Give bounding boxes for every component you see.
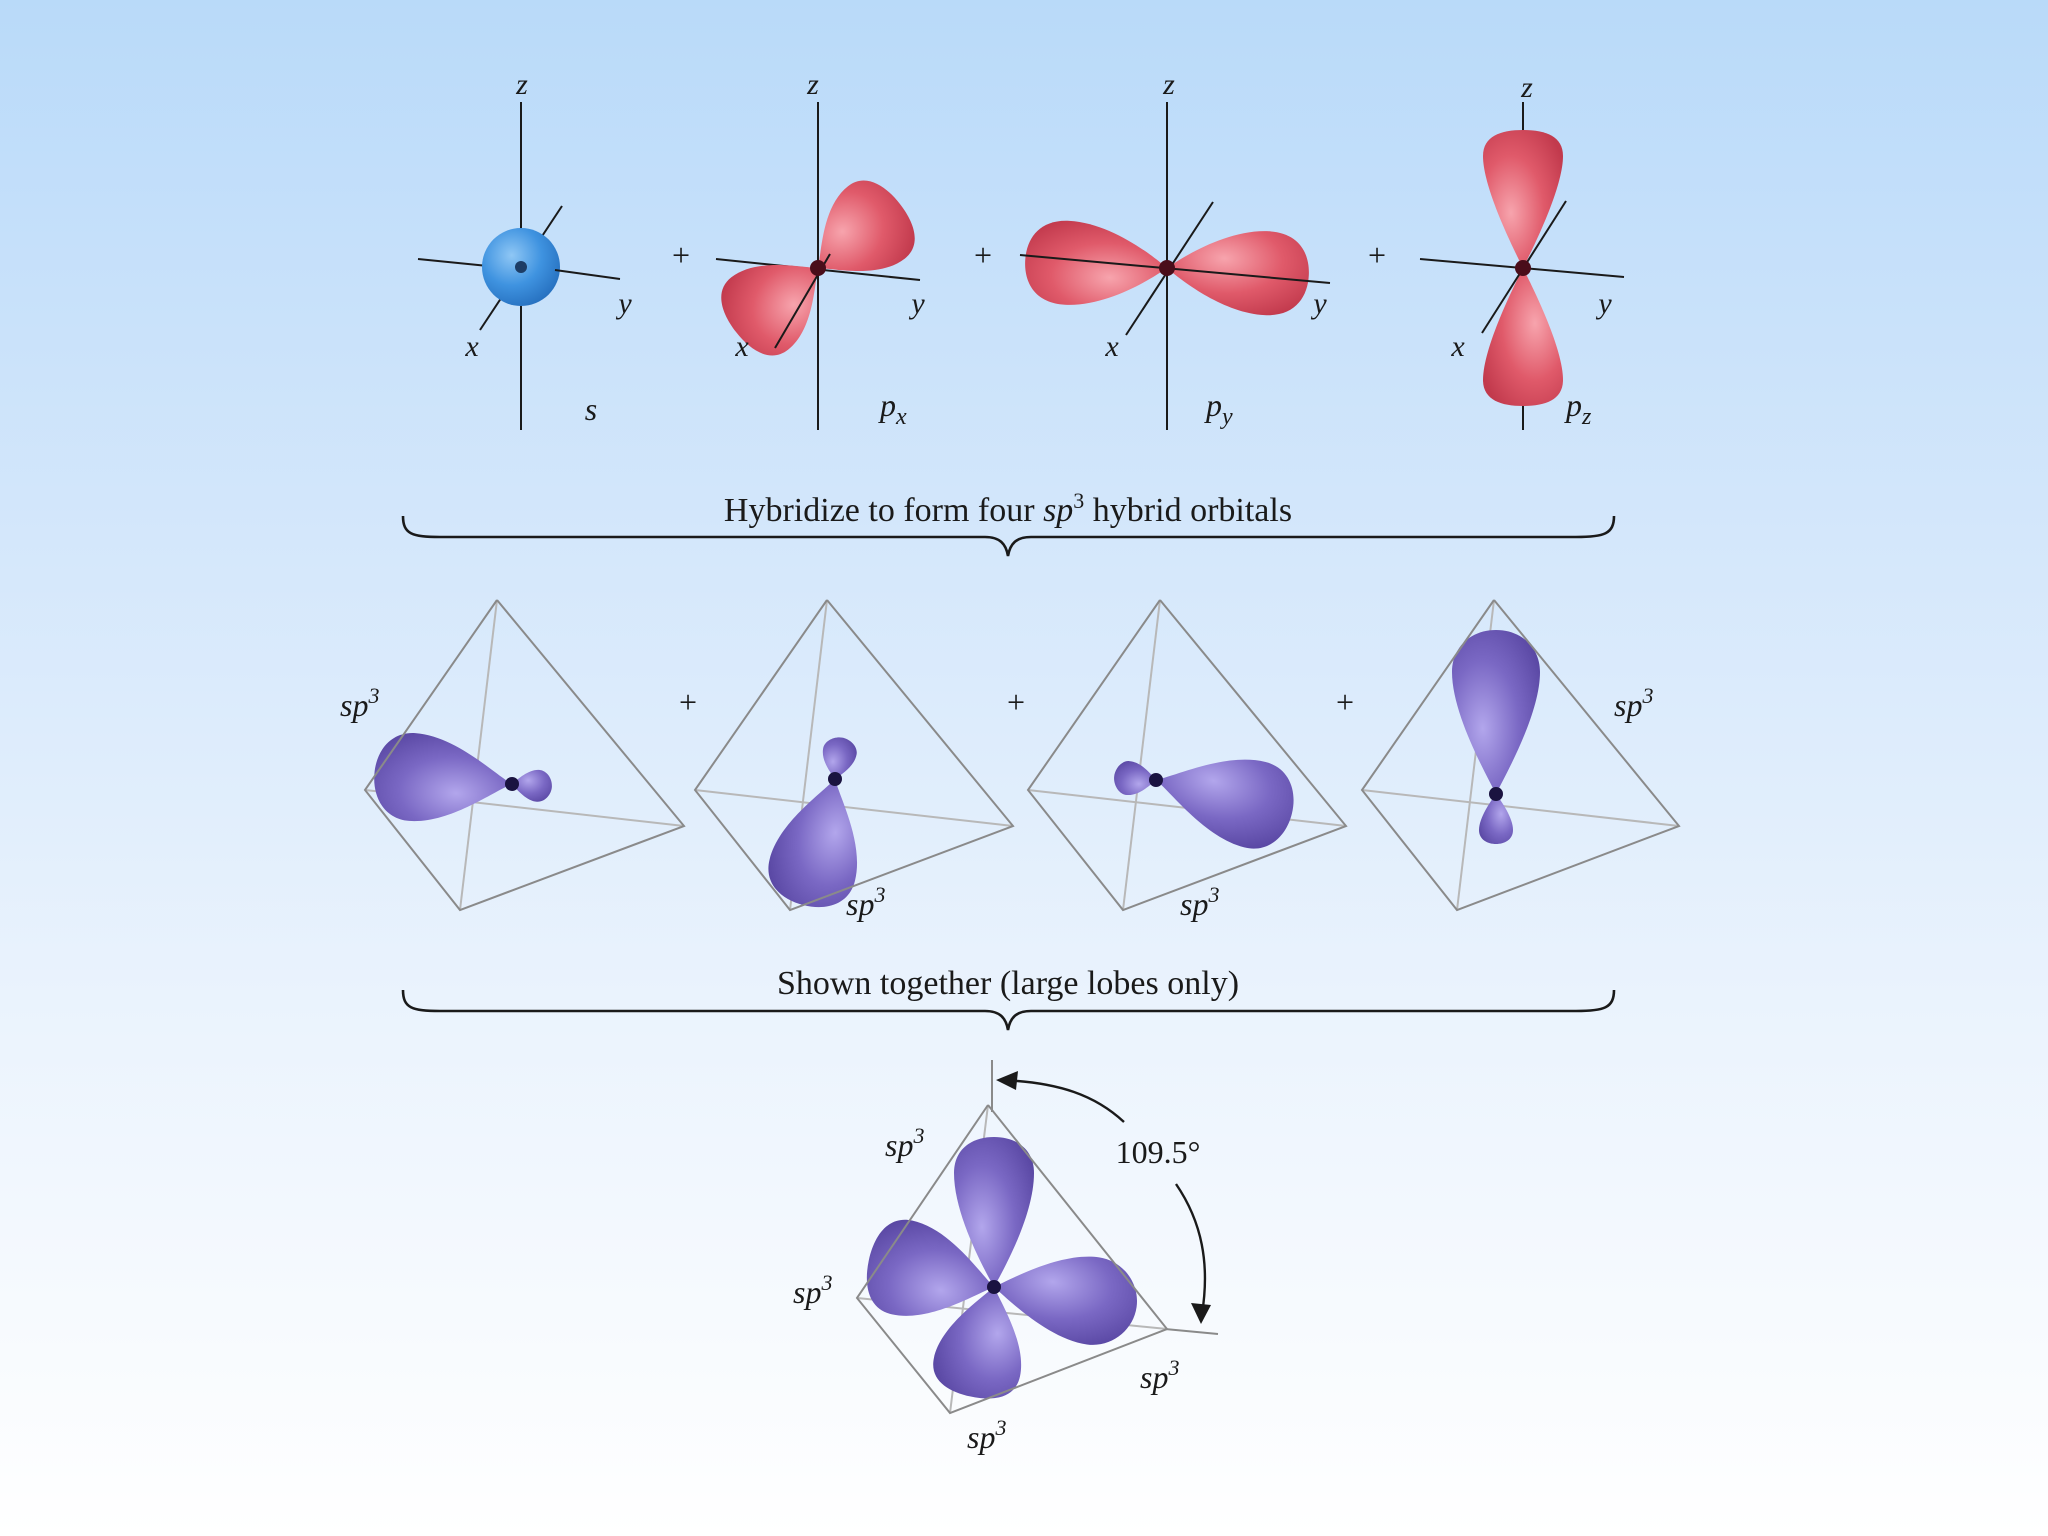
plus-sign: + <box>974 237 992 273</box>
shown-together-caption: Shown together (large lobes only) <box>777 965 1239 1002</box>
y-axis-label: y <box>1310 287 1327 320</box>
x-axis-label: x <box>734 330 749 363</box>
nucleus <box>515 261 527 273</box>
z-axis-label: z <box>515 68 528 101</box>
sp3-label-left: sp3 <box>793 1270 832 1310</box>
nucleus <box>810 260 826 276</box>
y-axis-label: y <box>1595 287 1612 320</box>
horizontal-axis <box>1165 1329 1218 1334</box>
py-orbital-lobe-right <box>1165 226 1311 317</box>
sp3-label-top: sp3 <box>885 1123 924 1163</box>
sp3-hybrid-1-panel: sp3 <box>340 600 684 910</box>
y-axis-label: y <box>908 287 925 320</box>
y-axis-front <box>555 270 620 279</box>
sp3-large-lobe <box>371 730 515 827</box>
sp3-label: sp3 <box>1180 882 1219 922</box>
pz-orbital-lobe-bottom <box>1483 268 1563 406</box>
sp3-hybrid-3-panel: sp3 <box>1028 600 1346 922</box>
y-axis-back <box>418 259 488 266</box>
sp3-large-lobe <box>1145 737 1302 856</box>
angle-arc-right <box>1176 1184 1205 1314</box>
sp3-label: sp3 <box>1614 683 1653 723</box>
sp3-label-bottom: sp3 <box>967 1415 1006 1455</box>
plus-sign: + <box>1368 237 1386 273</box>
px-orbital-label: px <box>878 387 907 430</box>
plus-sign: + <box>672 237 690 273</box>
nucleus <box>1515 260 1531 276</box>
x-axis-label: x <box>464 330 479 363</box>
tetrahedron-back-edge <box>695 790 1013 826</box>
s-orbital-label: s <box>585 391 597 427</box>
x-axis-label: x <box>1104 330 1119 363</box>
sp3-hybrid-4-panel: sp3 <box>1362 600 1679 910</box>
nucleus <box>505 777 519 791</box>
sp3-small-lobe <box>1479 794 1513 844</box>
pz-orbital-label: pz <box>1564 387 1592 430</box>
sp3-label: sp3 <box>340 683 379 723</box>
plus-sign: + <box>1007 684 1025 720</box>
nucleus <box>1489 787 1503 801</box>
pz-orbital-lobe-top <box>1483 130 1563 268</box>
sp3-label-right: sp3 <box>1140 1355 1179 1395</box>
sp3-hybrid-2-panel: sp3 <box>695 600 1013 922</box>
py-orbital-label: py <box>1204 387 1233 430</box>
bond-angle-label: 109.5° <box>1116 1134 1201 1170</box>
hybridize-caption: Hybridize to form four sp3 hybrid orbita… <box>724 488 1292 529</box>
z-axis-label: z <box>1162 68 1175 101</box>
z-axis-label: z <box>806 68 819 101</box>
arrow-head-icon <box>996 1071 1018 1090</box>
nucleus <box>987 1280 1001 1294</box>
combined-sp3-panel: 109.5° sp3 sp3 sp3 sp3 <box>793 1060 1218 1455</box>
sp3-large-lobe <box>1452 630 1540 794</box>
sp3-label: sp3 <box>846 882 885 922</box>
x-axis-label: x <box>1450 330 1465 363</box>
s-orbital-panel: z y x s <box>418 68 632 430</box>
plus-sign: + <box>679 684 697 720</box>
py-orbital-lobe-left <box>1023 219 1169 310</box>
tetrahedron-edges <box>1028 600 1346 910</box>
pz-orbital-panel: z y x pz <box>1420 71 1624 430</box>
plus-sign: + <box>1336 684 1354 720</box>
tetrahedron-back-edge <box>1362 790 1679 826</box>
arrow-head-icon <box>1191 1303 1211 1324</box>
y-axis-label: y <box>615 287 632 320</box>
py-orbital-panel: z y x py <box>1020 68 1330 430</box>
angle-arc-top <box>1000 1080 1124 1122</box>
nucleus <box>1149 773 1163 787</box>
nucleus <box>1159 260 1175 276</box>
z-axis-label: z <box>1520 71 1533 104</box>
px-orbital-panel: z y x px <box>708 68 929 430</box>
nucleus <box>828 772 842 786</box>
